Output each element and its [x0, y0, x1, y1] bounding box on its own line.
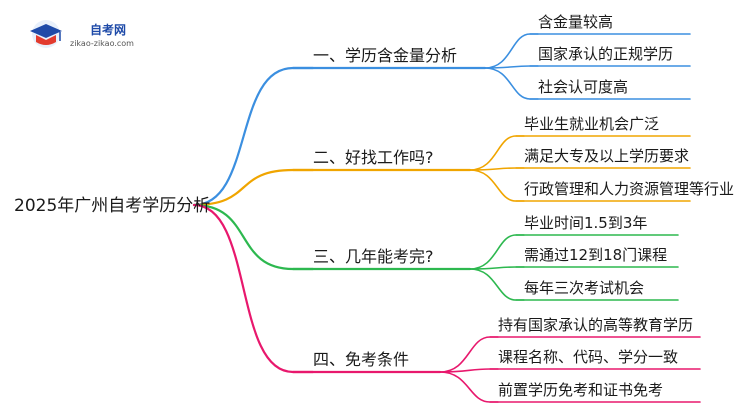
leaf-connector: [484, 67, 539, 100]
branch-four: 四、免考条件 持有国家承认的高等教育学历 课程名称、代码、学分一致 前置学历免考…: [313, 316, 693, 399]
leaf-connector: [439, 371, 499, 403]
leaf-connector: [469, 169, 525, 202]
branch-three: 三、几年能考完? 毕业时间1.5到3年 需通过12到18门课程 每年三次考试机会: [313, 214, 667, 297]
leaf-item: 每年三次考试机会: [524, 279, 644, 297]
leaf-item: 满足大专及以上学历要求: [524, 147, 689, 165]
branch-label: 一、学历含金量分析: [313, 46, 457, 65]
leaf-item: 毕业时间1.5到3年: [524, 214, 647, 232]
connector-lines: [192, 33, 701, 403]
logo: 自考网 zikao-zikao.com: [30, 20, 134, 48]
leaf-connector: [469, 135, 525, 171]
leaf-item: 课程名称、代码、学分一致: [498, 348, 678, 366]
leaf-connector: [484, 33, 539, 69]
leaf-item: 社会认可度高: [538, 78, 628, 96]
graduation-cap-icon: [30, 20, 62, 48]
branch-label: 三、几年能考完?: [313, 247, 434, 266]
root-node: 2025年广州自考学历分析: [14, 196, 210, 216]
leaf-item: 需通过12到18门课程: [524, 246, 667, 264]
branch-connector: [192, 168, 315, 207]
leaf-item: 前置学历免考和证书免考: [498, 381, 663, 399]
leaf-connector: [469, 268, 525, 301]
branch-connector: [192, 66, 315, 207]
leaf-item: 含金量较高: [538, 13, 613, 31]
branch-label: 四、免考条件: [313, 350, 409, 369]
branch-two: 二、好找工作吗? 毕业生就业机会广泛 满足大专及以上学历要求 行政管理和人力资源…: [313, 115, 734, 198]
leaf-connector: [469, 234, 525, 270]
branch-label: 二、好找工作吗?: [313, 148, 434, 167]
leaf-item: 行政管理和人力资源管理等行业: [524, 180, 734, 198]
logo-url: zikao-zikao.com: [70, 39, 134, 48]
branch-one: 一、学历含金量分析 含金量较高 国家承认的正规学历 社会认可度高: [313, 13, 673, 96]
logo-title: 自考网: [90, 22, 126, 37]
branch-connector: [192, 203, 315, 271]
branch-connector: [192, 203, 315, 374]
leaf-connector: [439, 336, 499, 373]
leaf-item: 国家承认的正规学历: [538, 45, 673, 63]
leaf-item: 毕业生就业机会广泛: [524, 115, 659, 133]
leaf-item: 持有国家承认的高等教育学历: [498, 316, 693, 334]
